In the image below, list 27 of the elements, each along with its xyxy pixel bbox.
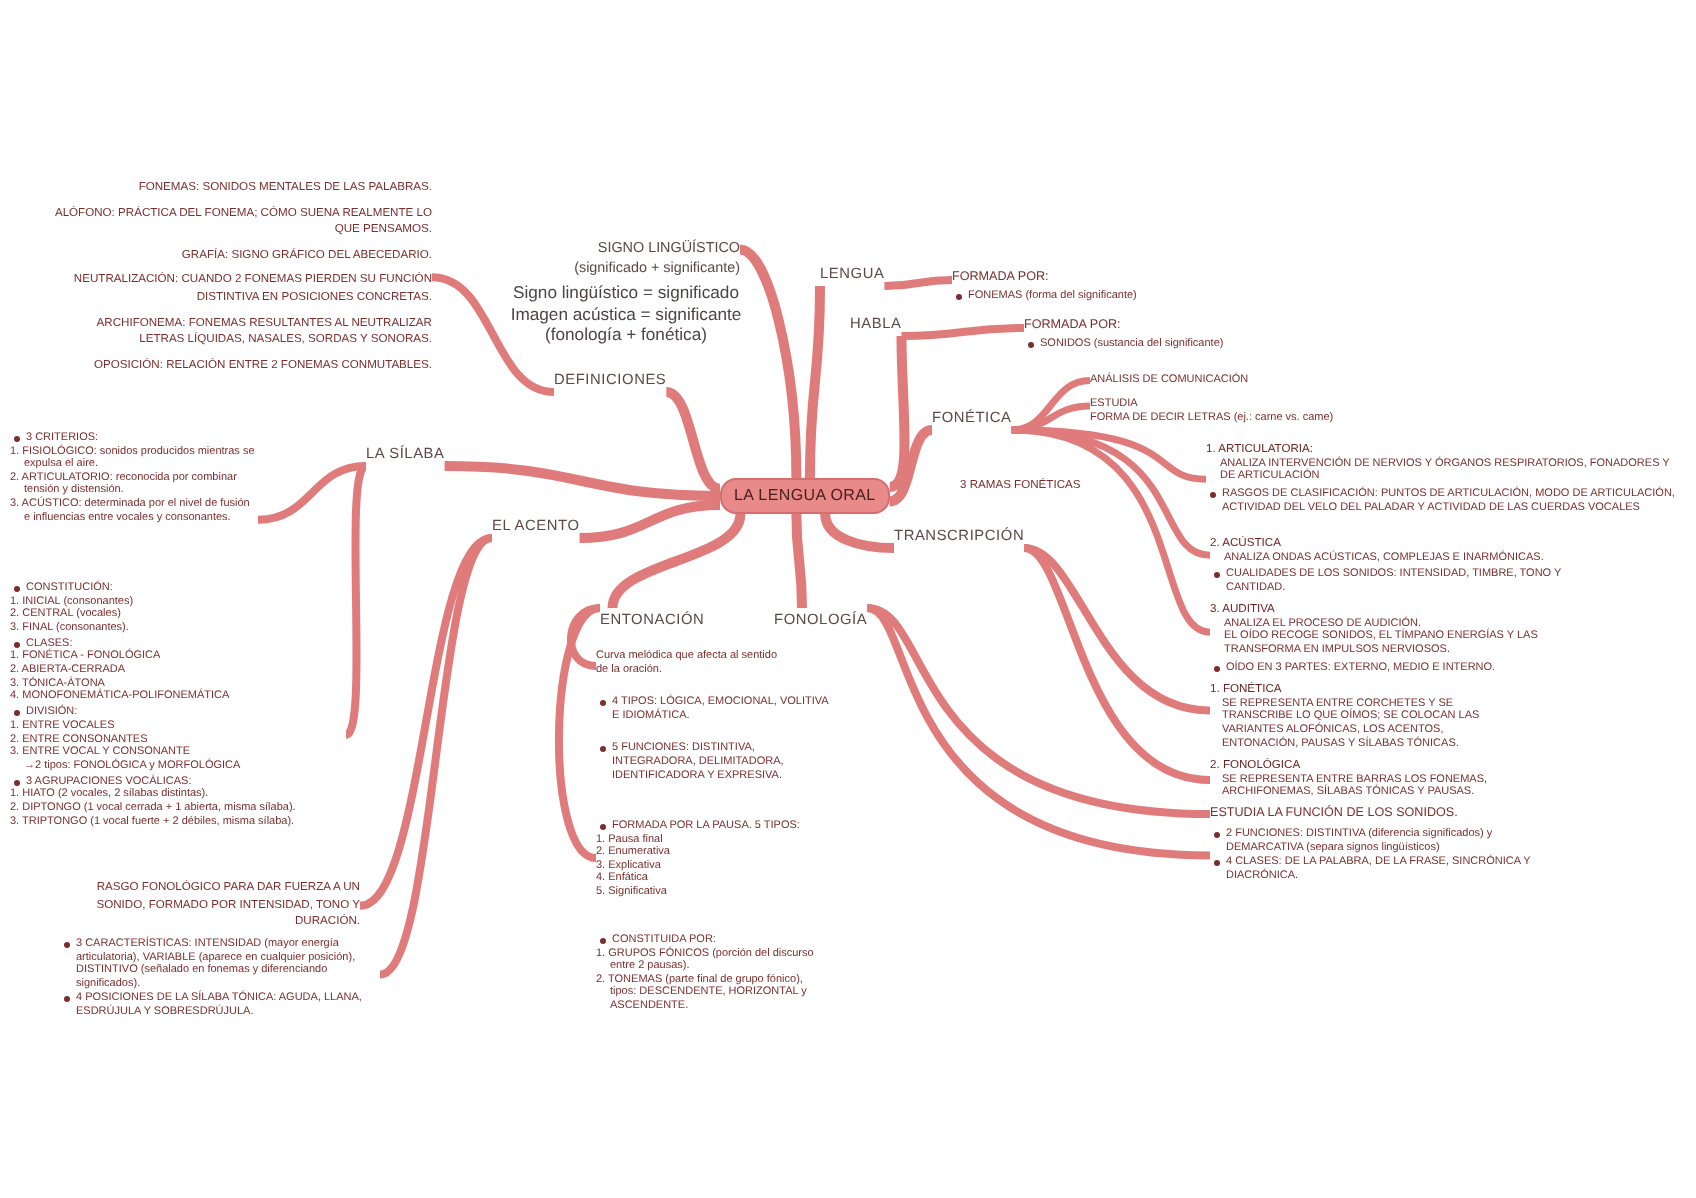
branch-line: [257, 462, 367, 524]
branch-line: [1022, 544, 1211, 784]
branch-line: [820, 513, 895, 553]
branch-line: [1011, 426, 1212, 636]
branch-line: [901, 323, 1025, 340]
branch-line: [377, 534, 495, 978]
branch-line: [888, 335, 910, 492]
branch-line: [555, 604, 602, 862]
branch-line: [866, 604, 1211, 818]
branch-line: [1023, 544, 1211, 715]
note-text: (fonología + fonética): [543, 324, 709, 345]
note-text: Imagen acústica = significante: [508, 303, 744, 324]
note-text: Signo lingüístico = significado: [511, 282, 741, 303]
branch-line: [738, 244, 802, 479]
central-topic: LA LENGUA ORAL: [720, 478, 890, 514]
branch-line: [579, 500, 721, 543]
branch-line: [888, 425, 934, 507]
branch-line: [567, 604, 601, 670]
branch-line: [664, 387, 722, 494]
branch-line: [343, 463, 369, 738]
branch-line: [884, 275, 953, 290]
branch-line: [865, 604, 1211, 860]
branch-line: [804, 285, 825, 479]
branch-line: [791, 513, 807, 609]
branch-line: [444, 461, 721, 501]
branch-line: [431, 273, 555, 396]
branch-line: [607, 512, 746, 610]
